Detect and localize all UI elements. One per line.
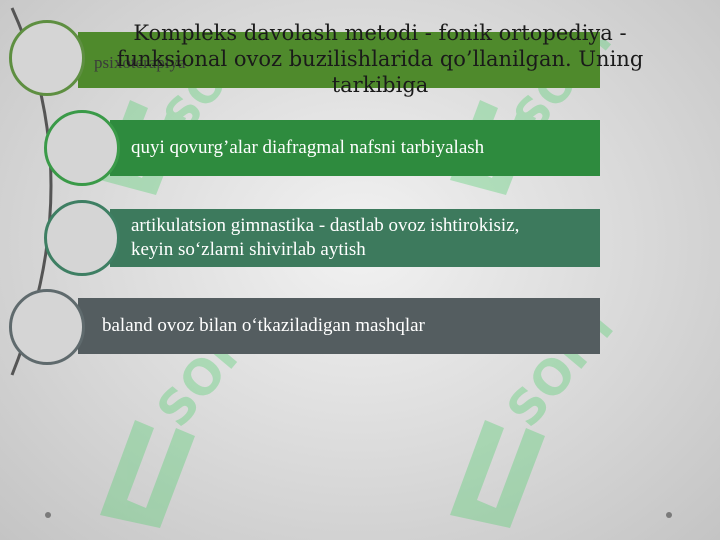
step-label-4: baland ovoz bilan o‘tkaziladigan mashqla…: [102, 315, 425, 336]
step-label-2: quyi qovurg’alar diafragmal nafsni tarbi…: [131, 137, 485, 158]
step-label-3: artikulatsion gimnastika - dastlab ovoz …: [131, 215, 520, 260]
nav-dot-left[interactable]: [45, 512, 51, 518]
step-bar-2: quyi qovurg’alar diafragmal nafsni tarbi…: [110, 120, 600, 176]
step-bar-3: artikulatsion gimnastika - dastlab ovoz …: [110, 209, 600, 267]
step-circle-4: [9, 289, 85, 365]
step-circle-2: [44, 110, 120, 186]
nav-dot-right[interactable]: [666, 512, 672, 518]
slide-title: Kompleks davolash metodi - fonik ortoped…: [116, 21, 644, 97]
step-bar-4: baland ovoz bilan o‘tkaziladigan mashqla…: [78, 298, 600, 354]
step-bar-1: psixoterapiya: [78, 32, 600, 88]
step-label-1: psixoterapiya: [94, 53, 186, 72]
step-circle-3: [44, 200, 120, 276]
step-circle-1: [9, 20, 85, 96]
